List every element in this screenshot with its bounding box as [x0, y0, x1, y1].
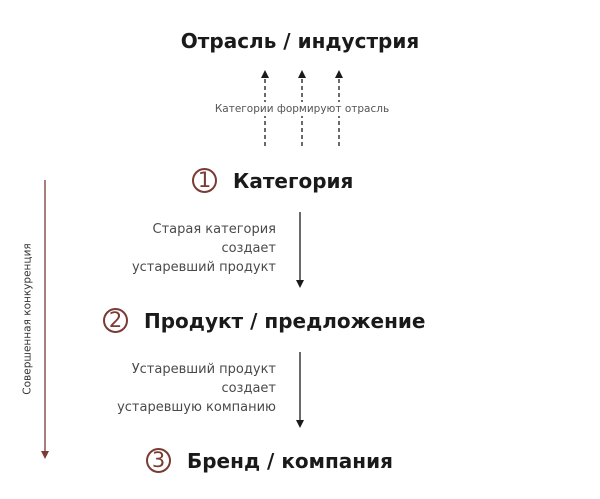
- transition-text-1: Старая категория создает устаревший прод…: [132, 220, 276, 277]
- level-brand: 3 Бренд / компания: [146, 448, 393, 473]
- transition-line: Старая категория: [152, 222, 276, 237]
- level-product: 2 Продукт / предложение: [103, 308, 425, 333]
- side-axis-label: Совершенная конкуренция: [21, 243, 34, 395]
- level-title: Продукт / предложение: [144, 308, 426, 333]
- level-title: Категория: [233, 168, 354, 193]
- level-number-badge: 3: [146, 448, 171, 473]
- transition-text-2: Устаревший продукт создает устаревшую ко…: [117, 360, 276, 417]
- transition-line: создает: [221, 241, 276, 256]
- industry-title: Отрасль / индустрия: [180, 29, 420, 53]
- level-title: Бренд / компания: [187, 448, 393, 473]
- transition-line: устаревшую компанию: [117, 400, 276, 415]
- level-category: 1 Категория: [192, 168, 353, 193]
- level-number-badge: 1: [192, 168, 217, 193]
- arrows-caption: Категории формируют отрасль: [213, 102, 391, 116]
- transition-line: устаревший продукт: [131, 260, 276, 275]
- transition-line: Устаревший продукт: [131, 362, 276, 377]
- level-number-badge: 2: [103, 308, 128, 333]
- transition-line: создает: [221, 381, 276, 396]
